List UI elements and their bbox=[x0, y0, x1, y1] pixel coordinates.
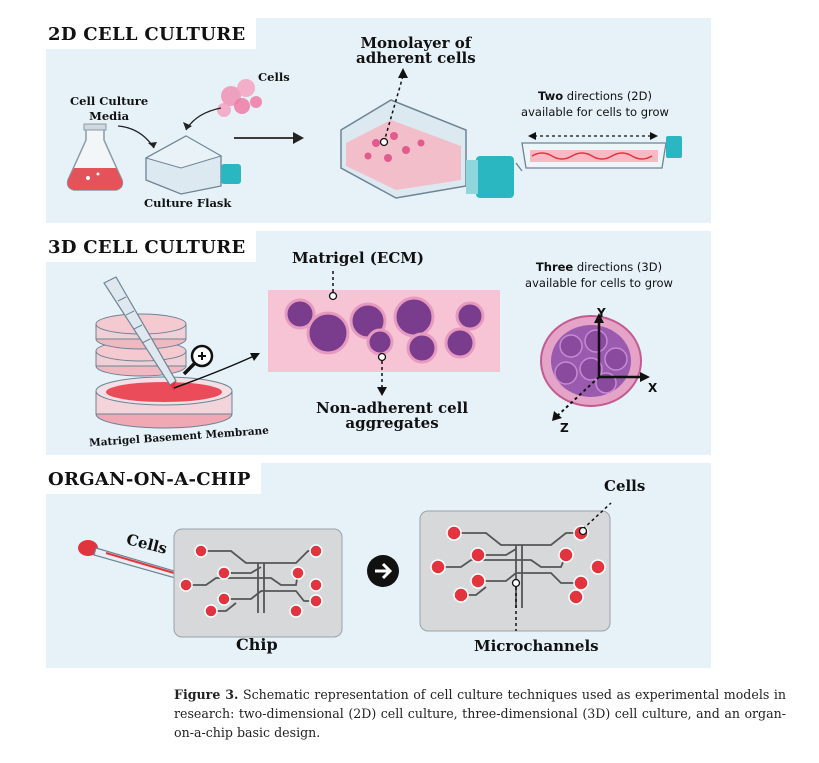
diagram-chip bbox=[78, 502, 612, 638]
pipette-icon bbox=[103, 276, 177, 391]
figure-caption: Figure 3. Schematic representation of ce… bbox=[174, 685, 786, 742]
label-cells-2d: Cells bbox=[258, 70, 290, 84]
label-two-directions: Two directions (2D) available for cells … bbox=[510, 88, 680, 120]
heading-chip: ORGAN-ON-A-CHIP bbox=[46, 463, 261, 494]
label-three-directions: Three directions (3D) available for cell… bbox=[514, 259, 684, 291]
caption-label: Figure 3. bbox=[174, 687, 239, 702]
diagram-3d bbox=[95, 271, 650, 429]
axis-label-y: Y bbox=[597, 306, 606, 320]
label-cells-chip: Cells bbox=[604, 477, 646, 495]
label-two-directions-rest: directions (2D) bbox=[563, 89, 652, 103]
label-microchannels: Microchannels bbox=[474, 637, 599, 655]
diagram-2d bbox=[66, 68, 682, 199]
cells-cluster-icon bbox=[217, 79, 262, 117]
label-three-directions-rest: directions (3D) bbox=[573, 260, 663, 274]
axes-3d bbox=[555, 319, 644, 418]
panel-organ-on-a-chip: ORGAN-ON-A-CHIP bbox=[46, 463, 711, 668]
axis-label-x: X bbox=[648, 381, 658, 395]
label-three-directions-bold: Three bbox=[535, 260, 574, 274]
label-chip: Chip bbox=[236, 635, 278, 654]
chip-icon bbox=[173, 528, 343, 638]
label-two-directions-line2: available for cells to grow bbox=[521, 105, 669, 119]
cell-aggregates bbox=[284, 296, 485, 364]
flat-flask-2d-icon bbox=[515, 136, 682, 172]
label-three-directions-line2: available for cells to grow bbox=[525, 276, 673, 290]
magnifier-icon bbox=[182, 344, 214, 376]
arrow-circle-icon bbox=[367, 555, 399, 587]
flask-icon bbox=[66, 123, 124, 191]
chip-filled-icon bbox=[419, 510, 611, 632]
panel-2d-cell-culture: 2D CELL CULTURE bbox=[46, 18, 711, 223]
heading-2d: 2D CELL CULTURE bbox=[46, 18, 256, 49]
label-matrigel-ecm: Matrigel (ECM) bbox=[292, 249, 424, 267]
axis-label-z: Z bbox=[560, 421, 569, 435]
monolayer-flask-icon bbox=[340, 99, 514, 199]
spheroid-icon bbox=[540, 315, 642, 407]
label-two-directions-bold: Two bbox=[538, 89, 564, 103]
label-culture-flask: Culture Flask bbox=[144, 196, 232, 210]
arrow-media-to-flask bbox=[117, 125, 155, 149]
caption-text: Schematic representation of cell culture… bbox=[174, 687, 786, 740]
heading-3d: 3D CELL CULTURE bbox=[46, 231, 256, 262]
panel-3d-cell-culture: 3D CELL CULTURE bbox=[46, 231, 711, 455]
culture-flask-icon bbox=[144, 135, 241, 195]
